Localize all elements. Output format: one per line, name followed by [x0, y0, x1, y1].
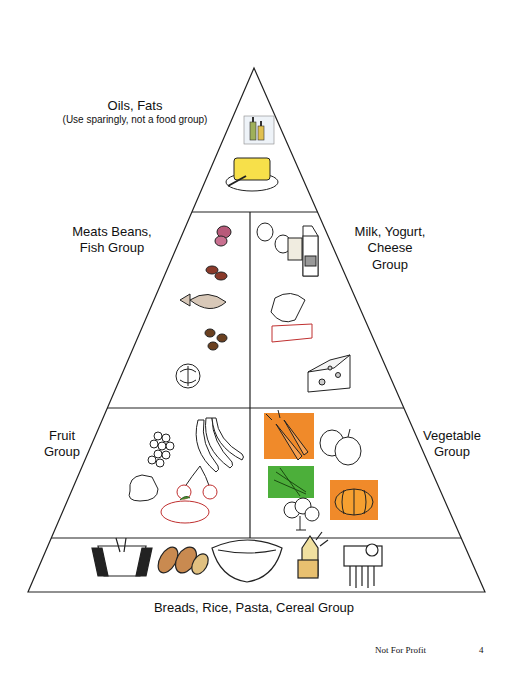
dairy-band: Milk, Yogurt, Cheese Group [348, 224, 432, 275]
group-name: Milk, Yogurt, Cheese Group [348, 224, 432, 273]
group-note: (Use sparingly, not a food group) [35, 114, 235, 127]
page-number: 4 [479, 645, 484, 655]
vegetable-icons [264, 410, 378, 530]
butter [226, 158, 278, 191]
dairy-icons [257, 223, 350, 392]
oil-bottles [244, 116, 274, 144]
group-name: Meats Beans, Fish Group [71, 224, 153, 257]
fruit-icons [129, 418, 243, 523]
group-name: Vegetable Group [416, 428, 488, 461]
footer-note: Not For Profit [375, 645, 426, 655]
group-name: Breads, Rice, Pasta, Cereal Group [94, 600, 414, 616]
fruit-band: Fruit Group [34, 428, 90, 463]
vegetable-band: Vegetable Group [416, 428, 488, 463]
meats-band: Meats Beans, Fish Group [71, 224, 153, 259]
meat-icons [176, 226, 231, 388]
group-name: Fruit Group [34, 428, 90, 461]
group-name: Oils, Fats [35, 98, 235, 114]
oils-band: Oils, Fats(Use sparingly, not a food gro… [35, 98, 235, 129]
grains-band: Breads, Rice, Pasta, Cereal Group [94, 600, 414, 619]
grain-icons [92, 532, 382, 588]
